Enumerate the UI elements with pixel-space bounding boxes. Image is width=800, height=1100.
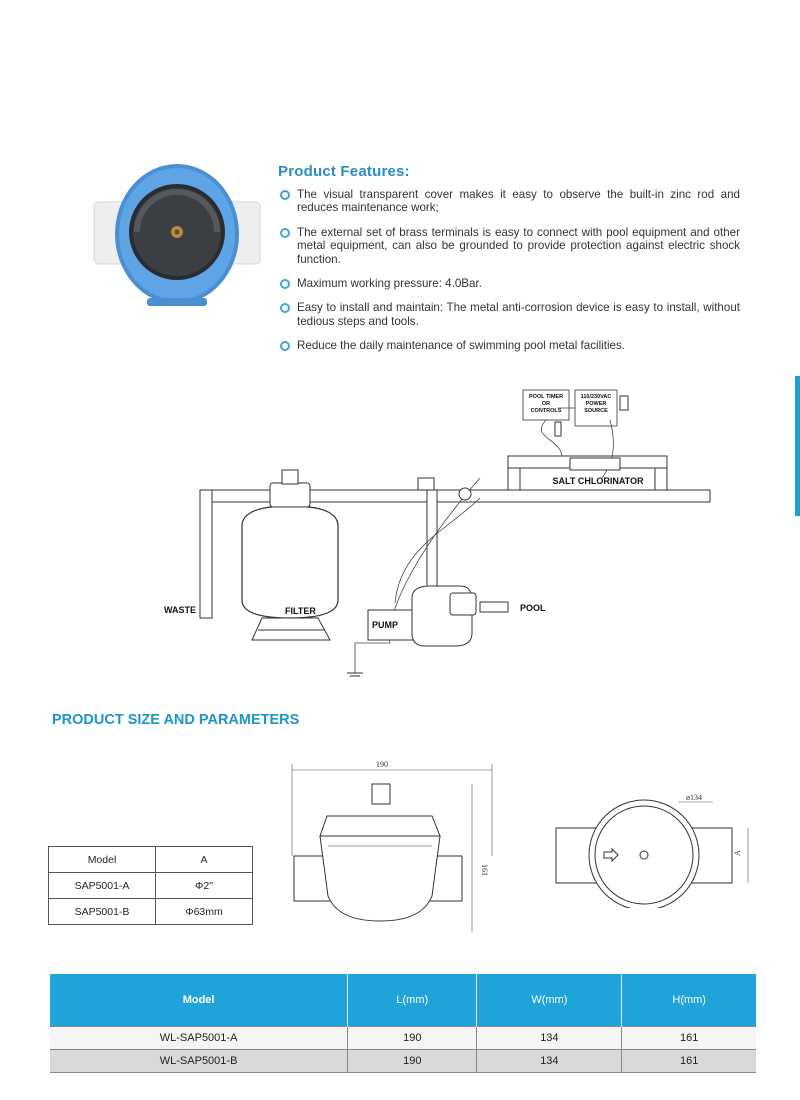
table-cell: WL-SAP5001-B <box>50 1049 348 1073</box>
table-cell: Φ2" <box>155 872 253 899</box>
side-view-drawing: 190 161 <box>282 756 502 936</box>
header-cell: W(mm) <box>476 974 622 1027</box>
height-dimension: 161 <box>480 864 489 876</box>
table-row: SAP5001-A Φ2" <box>48 872 253 899</box>
table-row: SAP5001-B Φ63mm <box>48 898 253 925</box>
side-accent-bar <box>795 376 800 516</box>
power-label-3: SOURCE <box>584 408 608 414</box>
feature-item: The external set of brass terminals is e… <box>280 226 740 266</box>
pool-label: POOL <box>520 603 546 613</box>
feature-item: Reduce the daily maintenance of swimming… <box>280 339 740 352</box>
header-cell: A <box>155 846 253 873</box>
table-cell: WL-SAP5001-A <box>50 1026 348 1050</box>
table-cell: 190 <box>347 1026 477 1050</box>
pump <box>367 585 477 647</box>
header-cell: L(mm) <box>347 974 477 1027</box>
bullet-icon <box>280 341 290 352</box>
timer-label-2: OR <box>542 401 550 407</box>
header-cell: Model <box>50 974 348 1027</box>
parameters-table: Model L(mm) W(mm) H(mm) WL-SAP5001-A 190… <box>50 974 756 1073</box>
timer-label-3: CONTROLS <box>531 408 562 414</box>
table-cell: 134 <box>476 1026 622 1050</box>
width-dimension: 190 <box>376 760 388 769</box>
a-dimension: A <box>733 850 742 856</box>
table-header-row: Model L(mm) W(mm) H(mm) <box>50 974 756 1027</box>
model-a-table: Model A SAP5001-A Φ2" SAP5001-B Φ63mm <box>48 846 253 925</box>
bullet-icon <box>280 227 290 238</box>
timer-label-1: POOL TIMER <box>529 394 563 400</box>
table-cell: 190 <box>347 1049 477 1073</box>
section-title: PRODUCT SIZE AND PARAMETERS <box>52 712 300 728</box>
table-cell: 161 <box>621 1026 756 1050</box>
bullet-icon <box>280 190 290 200</box>
salt-chlorinator-label: SALT CHLORINATOR <box>553 476 644 486</box>
table-row: Model A <box>48 846 253 873</box>
power-label-2: POWER <box>586 401 607 407</box>
filter-tank <box>241 469 339 641</box>
header-cell: Model <box>48 846 156 873</box>
table-cell: Φ63mm <box>155 898 253 925</box>
installation-diagram: 110/230VAC POWER SOURCE <box>150 378 770 688</box>
bullet-icon <box>280 279 290 290</box>
product-photo <box>92 160 262 310</box>
table-row: WL-SAP5001-B 190 134 161 <box>50 1049 756 1073</box>
pump-label: PUMP <box>372 620 398 630</box>
feature-item: Maximum working pressure: 4.0Bar. <box>280 277 740 290</box>
features-title: Product Features: <box>278 163 410 180</box>
bullet-icon <box>280 303 290 314</box>
feature-item: The visual transparent cover makes it ea… <box>280 188 740 215</box>
header-cell: H(mm) <box>621 974 756 1027</box>
table-cell: SAP5001-B <box>48 898 156 925</box>
power-label-1: 110/230VAC <box>581 394 612 400</box>
features-list: The visual transparent cover makes it ea… <box>280 188 740 364</box>
feature-item: Easy to install and maintain: The metal … <box>280 301 740 328</box>
table-row: WL-SAP5001-A 190 134 161 <box>50 1026 756 1050</box>
top-view-drawing: ø134 A <box>548 788 758 911</box>
table-cell: 161 <box>621 1049 756 1073</box>
diameter-dimension: ø134 <box>686 793 702 802</box>
table-cell: 134 <box>476 1049 622 1073</box>
filter-label: FILTER <box>285 606 316 616</box>
waste-label: WASTE <box>164 605 196 615</box>
table-cell: SAP5001-A <box>48 872 156 899</box>
